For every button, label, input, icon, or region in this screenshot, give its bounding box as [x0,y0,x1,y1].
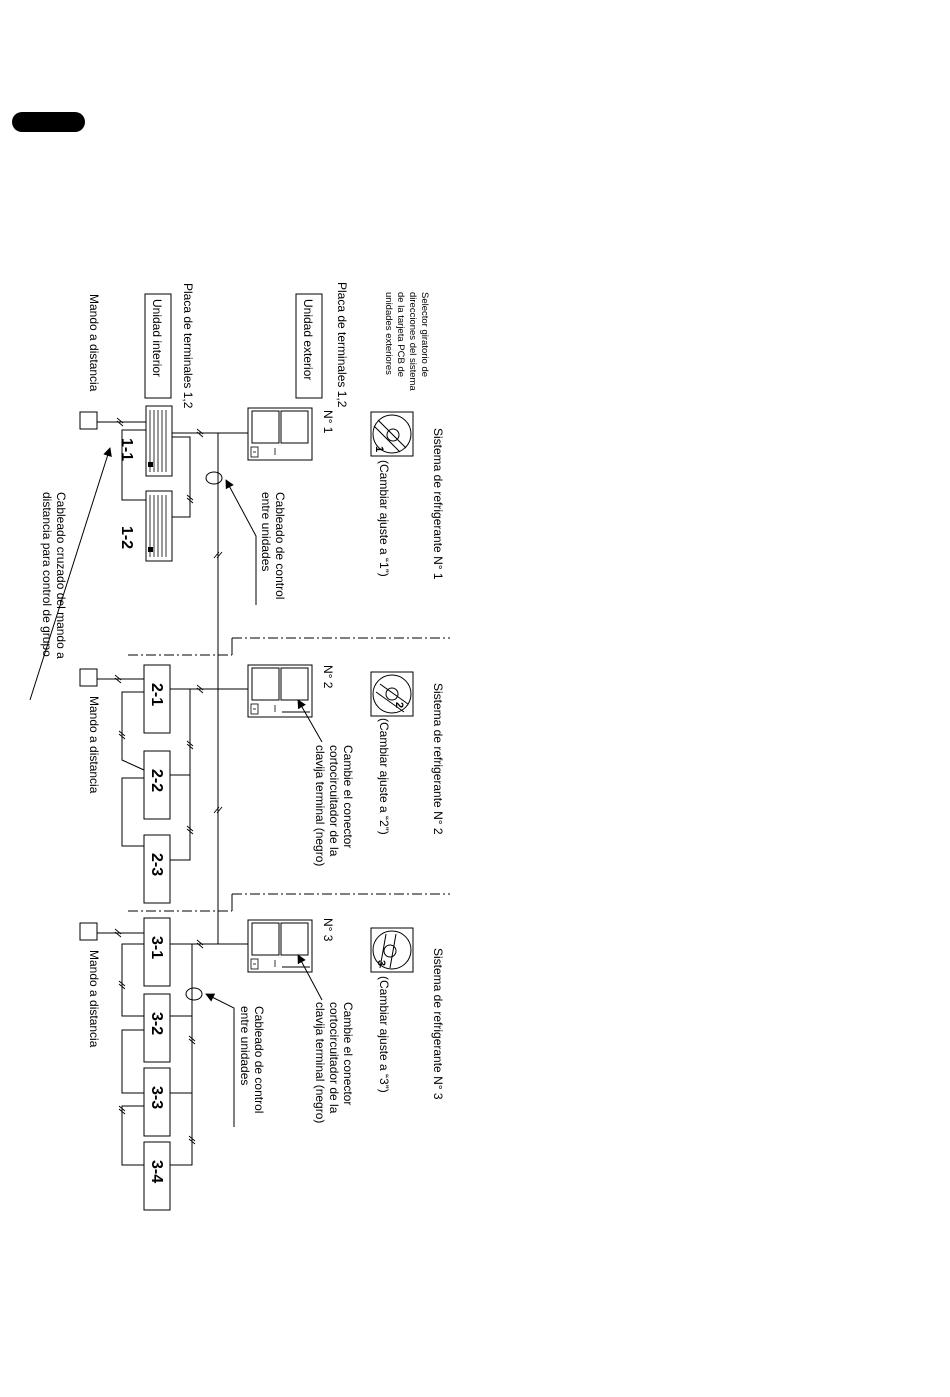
indoor-unit-label-2-2: 2-2 [148,769,165,792]
indoor-unit-2-1: 2-1 [143,664,171,734]
svg-text:Cableado de control: Cableado de control [273,492,287,599]
system-2-number: N° 2 [321,665,335,689]
control-trunk [213,432,248,945]
remote-controller-3 [79,922,98,941]
system-2-setting: (Cambiar ajuste a “2”) [377,718,391,835]
dial-3-number: 3 [375,960,387,966]
selector-note: Selector giratorio de direcciones del si… [383,292,430,391]
indoor-unit-3-4: 3-4 [143,1141,171,1211]
indoor-unit-label: Unidad interior [150,299,164,377]
system-1-indoor-wiring [97,417,218,518]
svg-text:de la tarjeta PCB de: de la tarjeta PCB de [395,292,406,377]
remote-controller-1 [79,411,98,430]
indoor-unit-2-2: 2-2 [143,750,171,820]
system-2-indoor-wiring [97,674,218,861]
system-2-title: Sistema de refrigerante N° 2 [431,683,445,835]
svg-text:entre unidades: entre unidades [259,492,273,571]
rotary-selector-2: 2 [370,671,414,717]
svg-text:cortocircuitador de la: cortocircuitador de la [327,1002,341,1114]
outdoor-terminal-label: Placa de terminales 1,2 [335,282,349,408]
indoor-unit-1-1: 1-1 [118,405,173,477]
indoor-unit-label-3-1: 3-1 [148,936,165,959]
svg-text:Cambie el conector: Cambie el conector [341,745,355,848]
rotary-selector-3: 3 [370,927,414,973]
indoor-terminal-label: Placa de terminales 1,2 [181,283,195,409]
callout-connector-3 [297,954,323,1001]
system-3-setting: (Cambiar ajuste a “3”) [377,976,391,1093]
dial-1-number: 1 [373,446,385,452]
cross-wiring-label: Cableado cruzado del mando a distancia p… [40,492,68,659]
callout-connector-2 [297,699,323,743]
callout-control-wiring-3 [185,987,235,1127]
indoor-unit-1-2: 1-2 [118,490,173,562]
indoor-unit-label-3-2: 3-2 [148,1012,165,1035]
system-1-title: Sistema de refrigerante N° 1 [431,428,445,580]
callout-cross-wiring [29,447,112,701]
svg-text:Cableado cruzado del mando a: Cableado cruzado del mando a [54,492,68,659]
indoor-unit-label-3-3: 3-3 [148,1086,165,1109]
indoor-unit-label-1-1: 1-1 [118,438,135,461]
remote-label-1: Mando a distancia [87,294,101,392]
svg-text:Selector giratorio de: Selector giratorio de [419,292,430,377]
control-wiring-label-3: Cableado de control entre unidades [238,1006,266,1113]
connector-note-2: Cambie el conector cortocircuitador de l… [313,745,355,866]
dial-2-number: 2 [393,702,405,708]
callout-control-wiring-1 [205,471,257,605]
indoor-unit-3-2: 3-2 [143,993,171,1063]
indoor-unit-3-1: 3-1 [143,917,171,987]
system-3-indoor-wiring [97,928,218,1166]
svg-text:Cableado de control: Cableado de control [252,1006,266,1113]
svg-text:unidades exteriores: unidades exteriores [383,292,394,375]
indoor-unit-label-3-4: 3-4 [148,1160,165,1183]
indoor-unit-label-1-2: 1-2 [118,526,135,549]
remote-controller-2 [79,668,98,687]
outdoor-unit-label: Unidad exterior [301,299,315,380]
remote-label-2: Mando a distancia [87,696,101,794]
indoor-unit-label-box [144,293,172,399]
rotary-selector-1: 1 [370,411,414,457]
svg-text:clavija terminal (negro): clavija terminal (negro) [313,745,327,866]
system-separators [128,637,450,912]
svg-text:entre unidades: entre unidades [238,1006,252,1085]
indoor-unit-2-3: 2-3 [143,834,171,904]
svg-text:clavija terminal (negro): clavija terminal (negro) [313,1002,327,1123]
outdoor-unit-2 [247,664,313,718]
outdoor-unit-1 [247,407,313,461]
indoor-unit-3-3: 3-3 [143,1067,171,1137]
system-3-number: N° 3 [321,918,335,942]
outdoor-unit-label-box [295,293,323,399]
svg-text:Cambie el conector: Cambie el conector [341,1002,355,1105]
system-3-title: Sistema de refrigerante N° 3 [431,948,445,1100]
indoor-unit-label-2-1: 2-1 [148,683,165,706]
svg-text:direcciones del sistema: direcciones del sistema [407,292,418,391]
remote-label-3: Mando a distancia [87,950,101,1048]
indoor-unit-label-2-3: 2-3 [148,853,165,876]
svg-text:cortocircuitador de la: cortocircuitador de la [327,745,341,857]
system-1-setting: (Cambiar ajuste a “1”) [377,460,391,577]
connector-note-3: Cambie el conector cortocircuitador de l… [313,1002,355,1123]
svg-text:distancia para control de grup: distancia para control de grupo [40,492,54,657]
page-tab [12,112,85,132]
system-1-number: N° 1 [321,410,335,434]
control-wiring-label-1: Cableado de control entre unidades [259,492,287,599]
